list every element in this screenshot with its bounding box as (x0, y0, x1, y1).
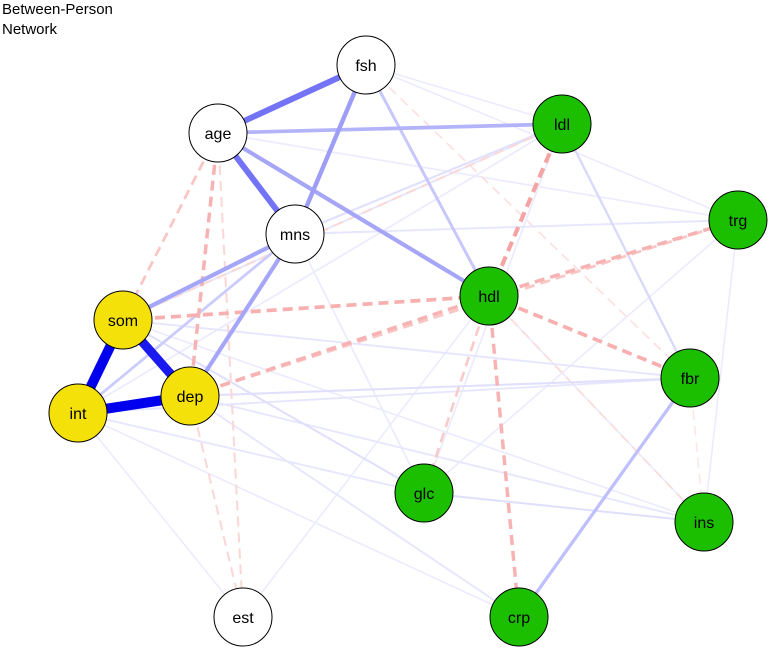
node-hdl-label: hdl (478, 289, 499, 306)
title-line-1: Between-Person (2, 1, 113, 18)
node-fsh: fsh (336, 35, 396, 95)
edge-age-som (121, 132, 220, 321)
node-trg-circle (708, 190, 768, 250)
edge-dep-ins (189, 395, 705, 523)
node-crp-label: crp (508, 610, 530, 627)
node-ldl-circle (532, 94, 592, 154)
edge-layer (73, 62, 739, 618)
node-int-circle (48, 383, 108, 443)
edge-som-hdl (122, 294, 490, 322)
node-est-circle (213, 587, 273, 647)
edge-age-trg (217, 132, 739, 221)
node-ldl: ldl (532, 94, 592, 154)
edge-hdl-glc (422, 295, 491, 494)
edge-hdl-crp (487, 295, 521, 618)
node-dep-label: dep (177, 389, 204, 406)
edge-dep-crp (189, 395, 520, 618)
edge-fsh-ldl (365, 64, 563, 125)
node-hdl-circle (459, 266, 519, 326)
edge-trg-glc (423, 219, 739, 494)
node-som: som (93, 290, 153, 350)
node-fbr: fbr (660, 348, 720, 408)
edge-fsh-fbr (365, 64, 691, 379)
edge-age-hdl (216, 131, 491, 298)
node-layer: fsh age mns ldl trg hdl som dep int fbr glc ins est c… (48, 35, 768, 647)
node-fbr-label: fbr (681, 371, 700, 388)
node-age: age (188, 103, 248, 163)
edge-hdl-ins (488, 295, 705, 523)
title-line-2: Network (2, 21, 58, 38)
node-hdl: hdl (459, 266, 519, 326)
node-fbr-circle (660, 348, 720, 408)
edge-mns-ldl (294, 123, 563, 235)
edge-mns-int (77, 232, 296, 415)
node-mns: mns (265, 204, 325, 264)
chart-title: Between-Person Network (2, 0, 113, 40)
node-fsh-circle (336, 35, 396, 95)
edge-int-glc (77, 412, 425, 494)
edge-dep-hdl (189, 294, 490, 398)
node-est: est (213, 587, 273, 647)
node-ins-circle (674, 492, 734, 552)
edge-age-dep (188, 132, 220, 397)
node-som-circle (93, 290, 153, 350)
edge-glc-ins (423, 491, 705, 524)
node-trg-label: trg (729, 213, 748, 230)
edge-hdl-fbr (488, 294, 691, 380)
node-ldl-label: ldl (554, 117, 570, 134)
edge-age-ldl (217, 122, 563, 135)
edge-mns-dep (188, 232, 297, 398)
edge-fsh-mns (292, 64, 369, 235)
edge-dep-est (188, 395, 245, 618)
edge-int-crp (77, 412, 520, 618)
edge-som-fbr (122, 319, 691, 379)
edge-hdl-trg (488, 218, 739, 298)
node-glc: glc (394, 463, 454, 523)
node-som-label: som (108, 313, 138, 330)
node-fsh-label: fsh (355, 58, 376, 75)
edge-fsh-hdl (364, 64, 491, 297)
edge-ldl-fbr (560, 123, 692, 379)
edge-mns-som (122, 232, 296, 322)
node-crp-circle (489, 587, 549, 647)
node-ins-label: ins (694, 515, 714, 532)
node-dep: dep (160, 366, 220, 426)
node-age-circle (188, 103, 248, 163)
node-age-label: age (205, 126, 232, 143)
edge-ldl-som (122, 123, 563, 321)
edge-mns-glc (294, 233, 425, 494)
edge-age-est (216, 132, 245, 618)
node-dep-circle (160, 366, 220, 426)
node-int-label: int (70, 406, 87, 423)
edge-fbr-crp (517, 377, 692, 618)
node-glc-circle (394, 463, 454, 523)
edge-int-est (77, 412, 244, 618)
node-est-label: est (232, 610, 254, 627)
node-crp: crp (489, 587, 549, 647)
node-int: int (48, 383, 108, 443)
node-ins: ins (674, 492, 734, 552)
edge-som-glc (122, 319, 425, 494)
edge-dep-fbr (189, 376, 691, 398)
node-trg: trg (708, 190, 768, 250)
edge-trg-ins (703, 219, 739, 523)
node-mns-circle (265, 204, 325, 264)
edge-est-hdl (242, 295, 490, 618)
node-glc-label: glc (414, 486, 434, 503)
node-mns-label: mns (280, 227, 310, 244)
